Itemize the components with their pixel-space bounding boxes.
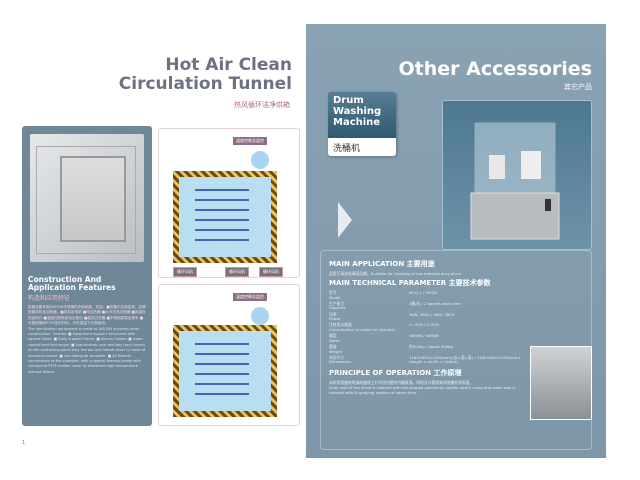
param-value: MCQ-1 / MCQH bbox=[409, 290, 438, 295]
page-number: 1 bbox=[22, 440, 26, 446]
airflow-diagram-1: 温度控制及监控 循环风机 循环风机 循环风机 bbox=[158, 128, 300, 278]
param-value: 2桶/次 / 2 barrels each time bbox=[409, 300, 461, 306]
param-value: 2~4T/h / 2-4T/h bbox=[409, 322, 439, 328]
param-value: 约500kg / About 500kg bbox=[409, 343, 453, 349]
page-title: Other Accessories bbox=[398, 58, 593, 80]
left-page: Hot Air Clean Circulation Tunnel 热风循环洁净烘… bbox=[8, 18, 306, 458]
page-title-cn: 热风循环洁净烘箱 bbox=[234, 101, 290, 109]
chevron-icon bbox=[338, 202, 352, 238]
param-value: 3KW, 380V / 3KW, 380V bbox=[409, 311, 455, 317]
param-value: ≤65dB / ≤65dB bbox=[409, 333, 439, 339]
page-title-cn: 其它产品 bbox=[564, 83, 592, 91]
detail-photo bbox=[530, 346, 592, 420]
specs-section: MAIN APPLICATION 主要用途 适用于清洗低毒药品桶。Suitabl… bbox=[320, 250, 592, 450]
page-title: Hot Air Clean Circulation Tunnel bbox=[118, 55, 292, 94]
drum-washer-photo bbox=[442, 100, 592, 250]
tunnel-photo bbox=[30, 134, 144, 262]
airflow-diagram-2: 温度控制及监控 bbox=[158, 284, 300, 426]
param-value: 1160×850×2000(mm)(长×宽×高) / 1160×850×2000… bbox=[409, 354, 520, 365]
